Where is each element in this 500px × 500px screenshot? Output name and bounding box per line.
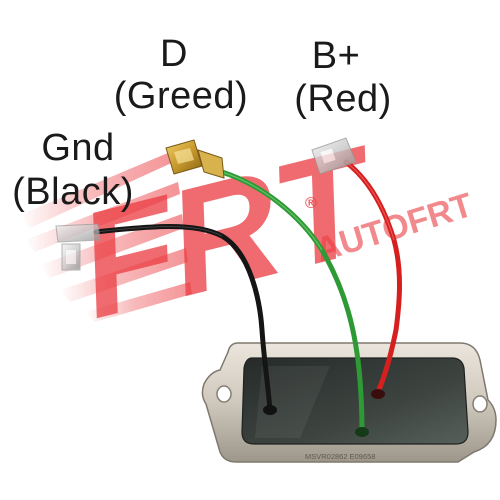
regulator-module: MSVR02862 E09658 — [201, 342, 497, 463]
epoxy-potting — [241, 357, 469, 445]
b-plus-terminal — [311, 137, 357, 175]
d-wire — [165, 139, 369, 437]
b-plus-wire-color-label: (Red) — [294, 78, 392, 120]
mounting-hole-left — [216, 385, 232, 403]
d-wire-solder-point — [355, 427, 369, 437]
mounting-hole-right — [472, 395, 488, 413]
gnd-wire — [55, 223, 277, 415]
d-terminal-label: D — [160, 33, 188, 75]
watermark-registered-mark: ® — [305, 195, 317, 212]
b-plus-wire — [311, 137, 402, 399]
gnd-wire-color-label: (Black) — [12, 171, 134, 213]
d-wire-color-label: (Greed) — [113, 75, 249, 117]
gnd-wire-solder-point — [263, 405, 277, 415]
gnd-terminal — [55, 223, 101, 271]
gnd-terminal-label: Gnd — [41, 127, 115, 169]
b-plus-wire-solder-point — [371, 389, 385, 399]
module-engraving: MSVR02862 E09658 — [305, 452, 375, 461]
b-plus-terminal-label: B+ — [311, 35, 361, 77]
d-terminal — [165, 139, 225, 179]
epoxy-glare — [255, 366, 330, 438]
